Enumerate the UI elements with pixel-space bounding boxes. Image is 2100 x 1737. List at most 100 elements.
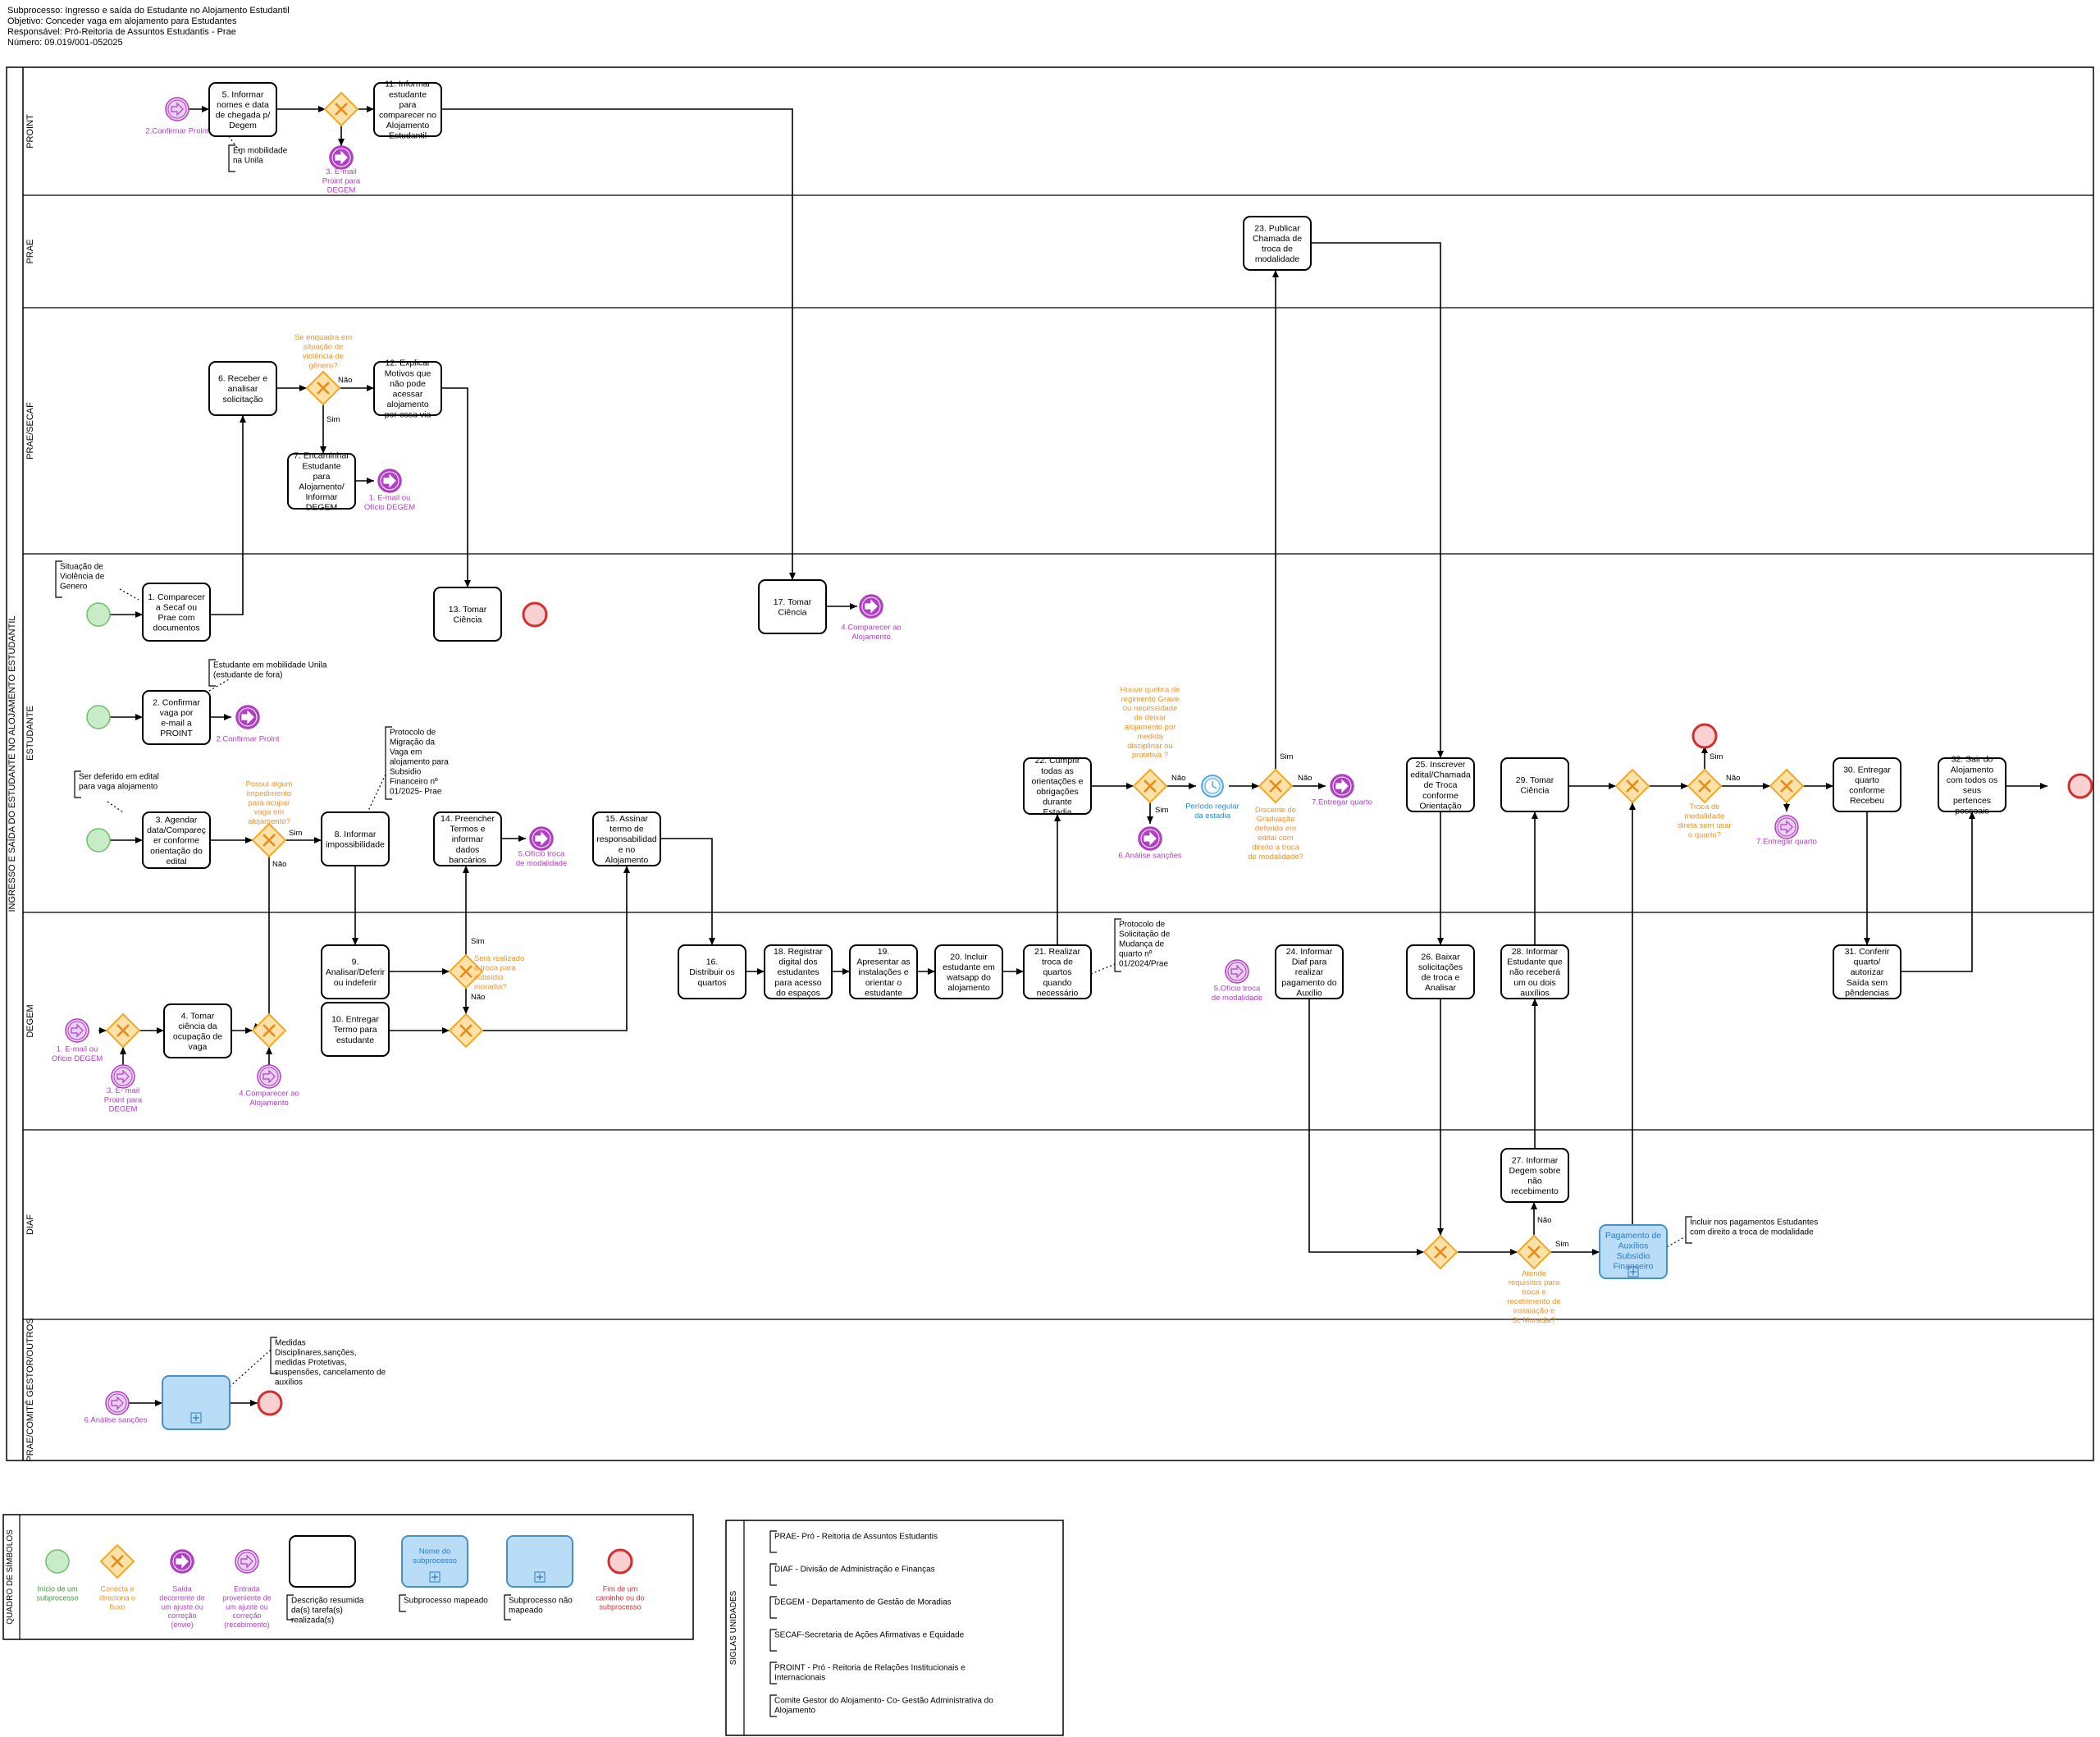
exclusive-x-icon <box>1144 779 1157 793</box>
legend-subprocess-mapped-icon <box>401 1535 468 1588</box>
annotation-bracket <box>270 1337 277 1374</box>
plus-icon <box>1630 1268 1637 1275</box>
task-t18 <box>764 944 833 999</box>
message-ring <box>237 1552 257 1571</box>
task-t2 <box>142 690 211 745</box>
annotation-bracket <box>504 1594 511 1620</box>
annotation-text: Subprocesso mapeado <box>404 1597 488 1606</box>
annotation-text: PRAE- Pró - Reitoria de Assuntos Estudan… <box>774 1533 938 1542</box>
message-catch-icon <box>1225 959 1249 984</box>
siglas-frame <box>725 1520 1064 1736</box>
task-t15 <box>592 811 661 866</box>
annotation-text: Comite Gestor do Alojamento- Co- Gestão … <box>774 1697 993 1716</box>
arrow-right-outline-icon <box>1230 964 1244 979</box>
task-t12 <box>373 361 442 416</box>
flow-label-nao: Não <box>1726 774 1740 783</box>
exclusive-x-icon <box>262 834 276 847</box>
message-ring <box>861 597 881 616</box>
exclusive-x-icon <box>1269 779 1282 793</box>
arrow-right-icon <box>176 1554 189 1569</box>
subprocess-pagamento <box>1599 1224 1668 1279</box>
siglas-title: SIGLAS UNIDADES <box>729 1590 738 1665</box>
annotation-text: DEGEM - Departamento de Gestão de Moradi… <box>774 1598 952 1607</box>
task-t19 <box>849 944 918 999</box>
flow-label-sim: Sim <box>326 415 340 424</box>
annotation-text: SECAF-Secretaria de Ações Afirmativas e … <box>774 1631 965 1640</box>
lane-label: DEGEM <box>25 1004 35 1037</box>
header-numero: Número: 09.019/001-052025 <box>7 38 123 48</box>
legend-task-icon <box>289 1535 356 1588</box>
legend-subprocess-unmapped-icon <box>506 1535 573 1588</box>
message-ring <box>1332 776 1352 796</box>
annotation-bracket <box>385 726 392 800</box>
task-t7 <box>287 453 356 510</box>
flow-label-nao: Não <box>1171 774 1185 783</box>
annotation-bracket <box>74 770 81 798</box>
subprocess-marker-icon <box>1628 1266 1639 1278</box>
legend-start-icon <box>45 1549 70 1574</box>
sequence-flow <box>1901 811 1975 972</box>
annotation-association <box>229 1349 272 1387</box>
task-t29 <box>1500 757 1569 812</box>
message-ring <box>238 707 258 727</box>
flow-label-nao: Não <box>272 860 286 869</box>
arrow-right-outline-icon <box>171 102 184 117</box>
exclusive-x-icon <box>116 1024 130 1037</box>
exclusive-x-icon <box>317 382 330 395</box>
message-catch-icon <box>1774 815 1799 839</box>
lane-label: DIAF <box>25 1214 35 1235</box>
annotation-bracket <box>1114 918 1121 972</box>
task-t16 <box>678 944 746 999</box>
message-label: 7.Entregar quarto <box>1312 798 1372 807</box>
arrow-right-icon <box>383 473 396 488</box>
message-label: 2.Confirmar Proint <box>145 126 208 135</box>
message-ring <box>167 99 187 119</box>
sequence-flow <box>441 387 471 587</box>
message-ring <box>259 1067 279 1086</box>
arrow-right-outline-icon <box>71 1023 84 1038</box>
annotation-association <box>367 774 386 813</box>
task-t26 <box>1406 944 1475 999</box>
legend-title: QUADRO DE SÍMBOLOS <box>4 1529 15 1625</box>
header-subprocesso: Subprocesso: Ingresso e saída do Estudan… <box>7 6 290 16</box>
task-t8 <box>321 811 390 866</box>
task-t21 <box>1023 944 1092 999</box>
task-t1 <box>142 583 211 642</box>
arrow-right-outline-icon <box>1780 820 1793 834</box>
sequence-flow <box>482 866 630 1031</box>
annotation-bracket <box>208 659 216 687</box>
message-ring <box>113 1067 133 1086</box>
exclusive-x-icon <box>1434 1246 1447 1259</box>
start-event-icon <box>86 602 111 627</box>
arrow-right-icon <box>241 710 254 725</box>
task-t10 <box>321 1002 390 1057</box>
message-catch-icon <box>165 97 189 121</box>
flow-label-sim: Sim <box>289 829 302 838</box>
